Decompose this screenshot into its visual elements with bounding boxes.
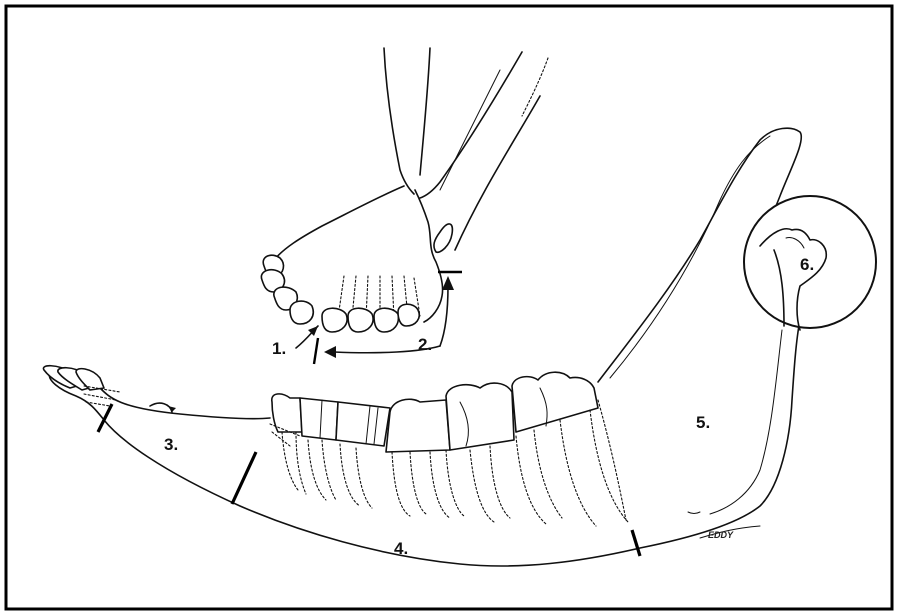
artist-signature: EDDY (708, 530, 734, 540)
label-cut-1: 1. (272, 339, 286, 358)
label-inset-6: 6. (800, 255, 814, 274)
label-region-4: 4. (394, 539, 408, 558)
upper-jaw (261, 48, 548, 364)
label-region-5: 5. (696, 413, 710, 432)
label-cut-2: 2. (418, 335, 432, 354)
label-region-3: 3. (164, 435, 178, 454)
figure-frame (6, 6, 892, 609)
